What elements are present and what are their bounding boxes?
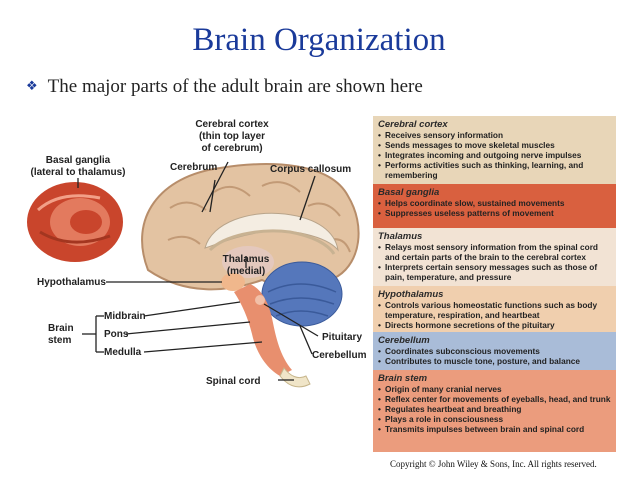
panel-cerebral-cortex: Cerebral cortex Receives sensory informa…: [373, 116, 616, 184]
label-thalamus: Thalamus: [223, 254, 270, 265]
thalamus-illustration: [222, 246, 274, 278]
panel-item: Interprets certain sensory messages such…: [378, 262, 611, 282]
panel-item: Sends messages to move skeletal muscles: [378, 140, 611, 150]
label-corpus-callosum: Corpus callosum: [270, 164, 351, 175]
panel-item: Coordinates subconscious movements: [378, 346, 611, 356]
panel-basal-ganglia: Basal ganglia Helps coordinate slow, sus…: [373, 184, 616, 228]
brain-stem-illustration: [234, 284, 311, 388]
label-pituitary: Pituitary: [322, 332, 362, 343]
pituitary-illustration: [255, 295, 265, 305]
panel-item: Integrates incoming and outgoing nerve i…: [378, 150, 611, 160]
panel-item: Relays most sensory information from the…: [378, 242, 611, 262]
panel-item: Transmits impulses between brain and spi…: [378, 424, 611, 434]
panel-thalamus: Thalamus Relays most sensory information…: [373, 228, 616, 286]
label-basal-ganglia: Basal ganglia: [46, 155, 111, 166]
panel-item: Controls various homeostatic functions s…: [378, 300, 611, 320]
label-midbrain: Midbrain: [104, 311, 146, 322]
panel-brain-stem: Brain stem Origin of many cranial nerves…: [373, 370, 616, 452]
label-cerebral-cortex-2: (thin top layer: [199, 131, 265, 142]
panel-item: Receives sensory information: [378, 130, 611, 140]
panel-heading: Cerebellum: [378, 335, 430, 346]
label-pons: Pons: [104, 329, 129, 340]
copyright-notice: Copyright © John Wiley & Sons, Inc. All …: [390, 459, 597, 469]
panel-item: Plays a role in consciousness: [378, 414, 611, 424]
cerebellum-illustration: [261, 261, 343, 327]
diamond-bullet-icon: ❖: [26, 78, 38, 93]
label-cerebral-cortex: Cerebral cortex: [195, 119, 269, 130]
panel-heading: Brain stem: [378, 373, 428, 384]
panel-item: Suppresses useless patterns of movement: [378, 208, 611, 218]
label-brain-stem-2: stem: [48, 335, 71, 346]
panel-item: Contributes to muscle tone, posture, and…: [378, 356, 611, 366]
label-basal-ganglia-2: (lateral to thalamus): [30, 167, 125, 178]
panel-item: Origin of many cranial nerves: [378, 384, 611, 394]
basal-ganglia-illustration: [27, 182, 123, 262]
label-hypothalamus: Hypothalamus: [37, 277, 106, 288]
bullet-point: ❖ The major parts of the adult brain are …: [26, 76, 423, 98]
panel-heading: Thalamus: [378, 231, 423, 242]
label-cerebellum: Cerebellum: [312, 350, 367, 361]
panel-item: Directs hormone secretions of the pituit…: [378, 320, 611, 330]
panel-cerebellum: Cerebellum Coordinates subconscious move…: [373, 332, 616, 370]
label-spinal-cord: Spinal cord: [206, 376, 260, 387]
panel-item: Regulates heartbeat and breathing: [378, 404, 611, 414]
panel-heading: Basal ganglia: [378, 187, 440, 198]
panel-item: Helps coordinate slow, sustained movemen…: [378, 198, 611, 208]
panel-heading: Hypothalamus: [378, 289, 444, 300]
cerebrum-illustration: [141, 163, 360, 291]
label-cerebrum: Cerebrum: [170, 162, 217, 173]
label-medulla: Medulla: [104, 347, 142, 358]
label-cerebral-cortex-3: of cerebrum): [201, 143, 262, 154]
label-thalamus-2: (medial): [227, 266, 265, 277]
bullet-text: The major parts of the adult brain are s…: [47, 76, 423, 97]
hypothalamus-illustration: [221, 273, 245, 291]
panel-item: Performs activities such as thinking, le…: [378, 160, 611, 180]
panel-hypothalamus: Hypothalamus Controls various homeostati…: [373, 286, 616, 332]
slide-title: Brain Organization: [192, 22, 446, 58]
label-brain-stem: Brain: [48, 323, 74, 334]
panel-heading: Cerebral cortex: [378, 119, 448, 130]
panel-item: Reflex center for movements of eyeballs,…: [378, 394, 611, 404]
